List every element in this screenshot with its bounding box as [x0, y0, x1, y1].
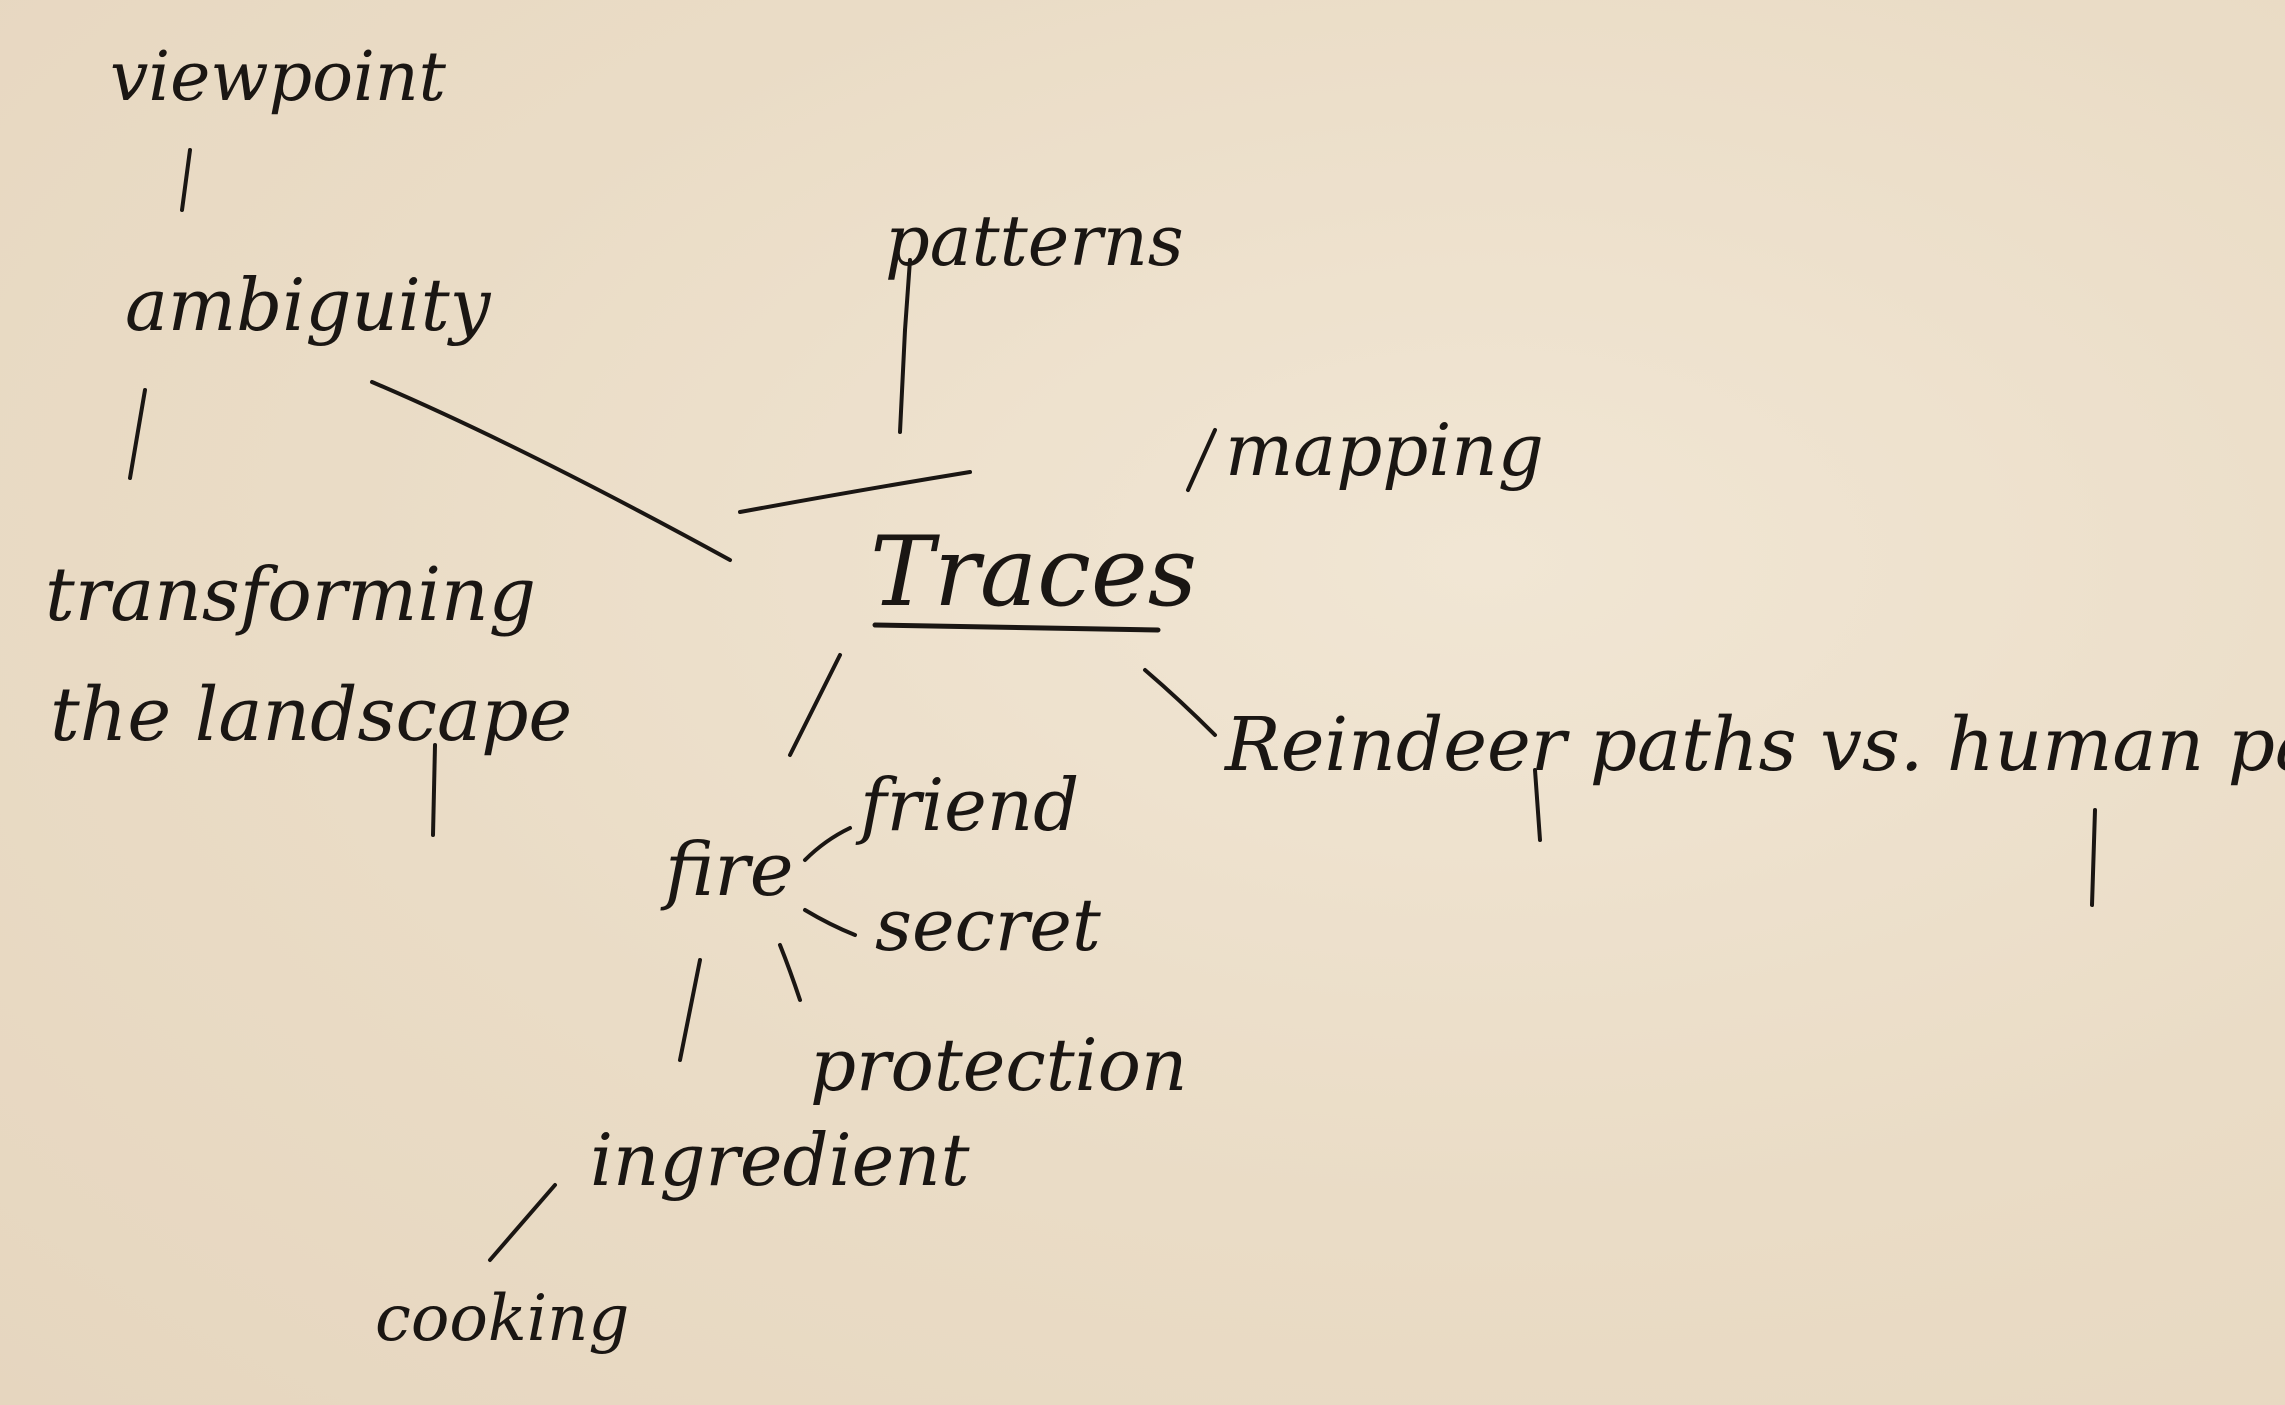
node-cooking: cooking — [375, 1282, 629, 1356]
node-patterns: patterns — [885, 200, 1184, 282]
connector-traces-top — [738, 470, 972, 514]
node-friend: friend — [855, 763, 1079, 847]
connector-fire-protection — [778, 943, 802, 1002]
connector-ingredient-cooking — [488, 1183, 557, 1262]
connector-patterns-traces — [898, 328, 907, 434]
node-protection: protection — [810, 1023, 1187, 1107]
node-ambiguity: ambiguity — [125, 263, 492, 347]
patterns-tail — [903, 258, 912, 332]
node-reindeer-paths: Reindeer paths vs. human paths — [1223, 702, 2285, 788]
node-traces-center: Traces — [870, 516, 1197, 628]
node-transforming-line2: the landscape — [50, 672, 572, 758]
connector-fire-friend — [803, 826, 852, 862]
connector-fire-ingredient — [678, 958, 702, 1062]
node-secret: secret — [875, 883, 1102, 967]
connector-fire-secret — [803, 908, 857, 937]
connector-viewpoint-ambiguity — [180, 148, 192, 212]
node-ingredient: ingredient — [590, 1118, 971, 1202]
connector-ambiguity-traces — [370, 380, 732, 562]
transforming-tail — [431, 743, 437, 837]
node-fire: fire — [660, 827, 794, 913]
words: viewpoint ambiguity transforming the lan… — [45, 38, 2285, 1356]
connector-ambiguity-transforming — [128, 388, 147, 480]
reindeer-tail — [1533, 768, 1542, 842]
node-viewpoint: viewpoint — [110, 38, 447, 117]
center-underline — [872, 622, 1161, 633]
human-paths-tail — [2090, 808, 2097, 907]
connectors — [128, 148, 2097, 1262]
connector-traces-fire — [788, 653, 842, 757]
node-mapping: mapping — [1225, 408, 1544, 492]
node-transforming-line1: transforming — [45, 552, 536, 638]
connector-mapping — [1186, 428, 1217, 492]
connector-reindeer — [1143, 668, 1217, 737]
